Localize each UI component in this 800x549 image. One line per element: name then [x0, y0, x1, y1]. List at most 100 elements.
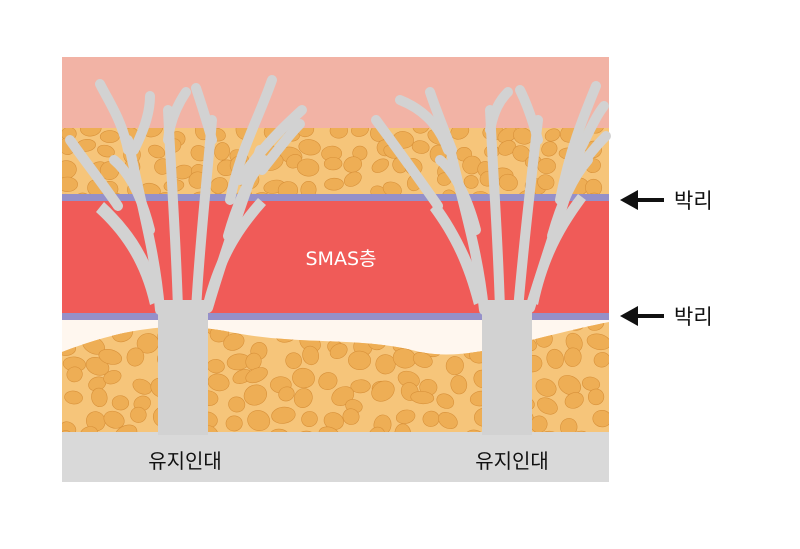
fat-cell: [586, 192, 602, 196]
fat-cell: [271, 406, 296, 424]
fat-cell: [445, 356, 464, 376]
fat-cell: [245, 352, 262, 371]
fat-cell: [278, 386, 295, 402]
fat-cell: [91, 387, 108, 408]
fat-cell: [537, 158, 556, 174]
fat-cell: [375, 354, 396, 375]
fat-cell: [301, 411, 318, 427]
fat-cell: [329, 343, 348, 360]
fat-cell: [295, 430, 317, 432]
fat-cell: [564, 392, 584, 409]
fat-cell: [541, 141, 558, 157]
ligament-label-left: 유지인대: [148, 449, 222, 473]
fat-cell: [62, 430, 75, 432]
fat-cell: [243, 384, 267, 406]
fat-cell: [225, 415, 243, 432]
fat-cell: [64, 390, 83, 405]
fat-cell: [498, 173, 518, 191]
fat-cell: [126, 347, 145, 367]
fat-cell: [558, 375, 582, 396]
arrow-left-icon: [620, 190, 664, 210]
lower-separation-line: [62, 313, 609, 320]
fat-cell: [98, 349, 123, 365]
fat-cell: [436, 393, 455, 409]
fat-cell: [210, 177, 228, 194]
fat-cell: [411, 140, 430, 154]
fat-cell: [586, 333, 609, 351]
fat-cell: [412, 128, 430, 134]
fat-cell: [537, 397, 558, 415]
fat-cell: [210, 192, 227, 196]
fat-cell: [79, 426, 98, 432]
fat-cell: [585, 178, 603, 196]
fat-cell: [318, 426, 340, 432]
fat-cell: [438, 411, 458, 430]
fat-cell: [570, 430, 589, 432]
fat-cell: [79, 128, 102, 137]
fat-cell: [148, 144, 166, 159]
fat-cell: [371, 380, 395, 402]
fat-cell: [114, 424, 138, 432]
ligament-label-right: 유지인대: [475, 449, 549, 473]
fat-cell: [537, 174, 555, 191]
smas-label: SMAS층: [306, 248, 377, 270]
fat-cell: [463, 175, 479, 189]
fat-cell: [351, 128, 370, 137]
fat-cell: [130, 406, 147, 423]
fat-cell: [348, 350, 372, 370]
fat-cell: [269, 428, 290, 432]
fat-cell: [592, 409, 609, 428]
ligament-left: [65, 75, 307, 435]
fat-cell: [296, 158, 320, 177]
fat-cell: [329, 128, 348, 139]
fat-cell: [394, 423, 412, 432]
fat-cell: [368, 426, 386, 432]
ligament-right: [371, 81, 611, 435]
separation-label-lower: 박리: [674, 305, 713, 329]
fat-cell: [560, 418, 578, 432]
fat-cell: [292, 367, 315, 389]
fat-cell: [207, 373, 230, 392]
fat-cell: [498, 140, 516, 156]
fat-cell: [298, 139, 321, 156]
fat-cell: [247, 410, 271, 431]
separation-label-upper: 박리: [674, 189, 713, 213]
fat-cell: [465, 429, 485, 432]
fat-cell: [587, 388, 605, 406]
fat-cell: [103, 370, 122, 385]
fat-cell: [285, 352, 302, 369]
fat-cell: [107, 192, 125, 196]
fat-cell: [350, 379, 371, 394]
base-layer: [62, 432, 609, 482]
fat-cell: [450, 375, 468, 395]
fat-cell: [73, 192, 91, 196]
fat-cell: [462, 155, 482, 175]
fat-cell: [66, 366, 83, 383]
fat-cell: [581, 376, 601, 391]
fat-cell: [343, 171, 362, 187]
fat-cell: [62, 176, 78, 192]
fat-cell: [223, 333, 245, 351]
fat-cell: [302, 345, 320, 366]
fat-cell: [245, 367, 268, 384]
fat-cell: [323, 157, 343, 171]
fat-cell: [293, 388, 313, 408]
fat-cell: [324, 177, 344, 191]
upper-separation-line: [62, 194, 609, 201]
fat-cell: [371, 158, 389, 173]
fat-cell: [97, 144, 115, 158]
fat-cell: [537, 430, 561, 432]
fat-cell: [99, 130, 120, 143]
fat-cell: [342, 408, 360, 425]
arrow-left-icon: [620, 306, 664, 326]
fat-cell: [544, 128, 561, 142]
fat-cell: [546, 348, 564, 369]
fat-cell: [103, 410, 125, 429]
fat-cell: [111, 395, 130, 411]
fat-cell: [395, 409, 416, 424]
fat-cell: [296, 128, 315, 138]
fat-cell: [370, 185, 387, 196]
fat-cell: [410, 390, 435, 405]
fat-cell: [132, 378, 153, 395]
